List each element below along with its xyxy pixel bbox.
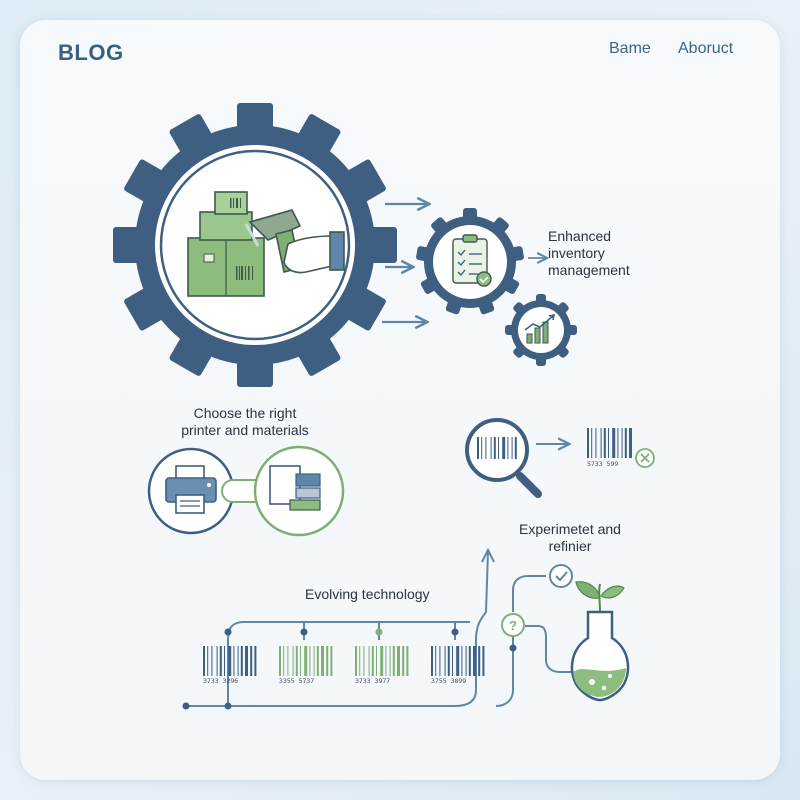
cancel-x-icon (635, 448, 655, 468)
timeline-barcode-2: 3355 5737 (279, 646, 333, 685)
question-icon: ? (501, 613, 525, 637)
clipboard-gear-icon (416, 208, 524, 315)
svg-text:3355 5737: 3355 5737 (279, 677, 314, 685)
flask-sprout-icon (570, 581, 630, 702)
printer-icon (147, 447, 235, 535)
nav-link-aboruct[interactable]: Aboruct (678, 40, 734, 57)
growth-chart-gear-icon (505, 294, 577, 366)
label-evolving-technology: Evolving technology (305, 586, 430, 602)
growth-chart-icon (524, 313, 556, 344)
label-choose-printer: Choose the right printer and materials (181, 405, 309, 438)
label-materials-icon (253, 445, 345, 537)
timeline-barcode-3: 3733 3977 (355, 646, 409, 685)
svg-text:?: ? (509, 618, 517, 633)
package-boxes-icon (187, 191, 265, 297)
svg-text:3755 3899: 3755 3899 (431, 677, 466, 685)
label-enhanced-inventory: Enhanced inventory management (548, 228, 630, 278)
scanned-barcode-number: 5733 599 (587, 460, 618, 468)
timeline-barcode-1: 3733 3296 (203, 646, 257, 685)
barcode-icon: 5733 599 (587, 428, 632, 468)
blog-logo[interactable]: BLOG (58, 40, 124, 65)
magnifier-icon (465, 418, 542, 498)
checkmark-icon (549, 564, 573, 588)
timeline-barcode-4: 3755 3899 (431, 646, 485, 685)
svg-text:3733 3296: 3733 3296 (203, 677, 238, 685)
nav-link-bame[interactable]: Bame (609, 40, 651, 57)
label-experiment-refine: Experimetet and refinier (519, 521, 621, 554)
barcode-scanner-icon (244, 209, 345, 274)
clipboard-checklist-icon (452, 234, 492, 287)
svg-text:3733 3977: 3733 3977 (355, 677, 390, 685)
